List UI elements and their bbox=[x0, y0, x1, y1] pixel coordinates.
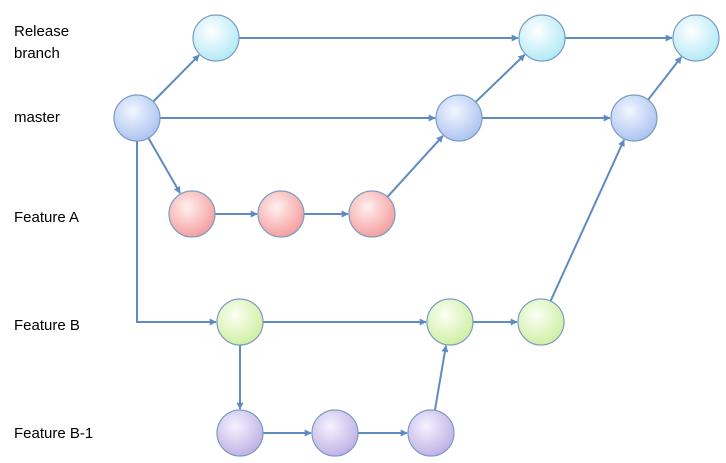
master-commit-1 bbox=[113, 94, 161, 142]
edge-master-commit-1-to-feature-a-commit-1 bbox=[147, 137, 181, 194]
release-commit-3 bbox=[672, 14, 720, 62]
commit-nodes bbox=[113, 14, 720, 457]
feature-a-commit-2 bbox=[257, 190, 305, 238]
edge-feature-b-commit-3-to-master-commit-3 bbox=[549, 139, 625, 302]
edge-master-commit-1-to-release-commit-1 bbox=[152, 54, 200, 103]
lane-label-feature-b1: Feature B-1 bbox=[14, 425, 94, 442]
release-commit-1 bbox=[192, 14, 240, 62]
feature-b-commit-3 bbox=[517, 298, 565, 346]
feature-a-commit-1 bbox=[168, 190, 216, 238]
lane-label-feature-a: Feature A bbox=[14, 209, 80, 226]
feature-a-commit-3 bbox=[348, 190, 396, 238]
feature-b1-commit-2 bbox=[311, 409, 359, 457]
feature-b-commit-1 bbox=[216, 298, 264, 346]
feature-b-commit-2 bbox=[426, 298, 474, 346]
lane-label-master: master bbox=[14, 109, 60, 126]
edge-master-commit-3-to-release-commit-3 bbox=[647, 56, 683, 101]
master-commit-3 bbox=[610, 94, 658, 142]
lane-label-release-branch: Release branch bbox=[14, 23, 70, 62]
edge-master-commit-2-to-release-commit-2 bbox=[474, 53, 526, 103]
lane-label-feature-b: Feature B bbox=[14, 317, 80, 334]
commit-edges bbox=[136, 34, 683, 437]
master-commit-2 bbox=[435, 94, 483, 142]
feature-b1-commit-3 bbox=[407, 409, 455, 457]
feature-b1-commit-1 bbox=[216, 409, 264, 457]
edge-feature-a-commit-3-to-master-commit-2 bbox=[386, 135, 444, 198]
release-commit-2 bbox=[518, 14, 566, 62]
edge-feature-b1-commit-3-to-feature-b-commit-2 bbox=[433, 344, 449, 411]
